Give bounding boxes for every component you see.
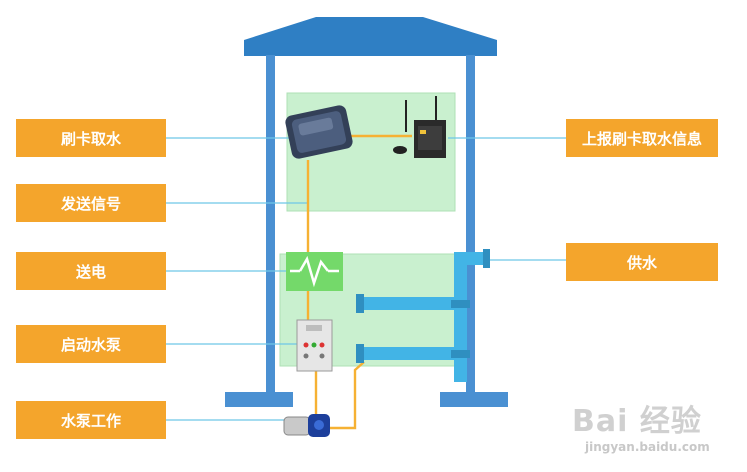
- water-pipes: [356, 249, 490, 382]
- label-power: 送电: [16, 252, 166, 290]
- label-swipe-card: 刷卡取水: [16, 119, 166, 157]
- left-pillar-base: [225, 392, 293, 407]
- label-pump-working: 水泵工作: [16, 401, 166, 439]
- power-relay: [286, 252, 343, 291]
- label-start-pump: 启动水泵: [16, 325, 166, 363]
- roof: [244, 17, 497, 56]
- leader-lines: [166, 137, 566, 421]
- label-send-signal: 发送信号: [16, 184, 166, 222]
- signal-lines: [306, 134, 412, 430]
- right-pillar: [466, 55, 475, 393]
- label-water-supply: 供水: [566, 243, 718, 281]
- left-pillar: [266, 55, 275, 393]
- label-report: 上报刷卡取水信息: [566, 119, 718, 157]
- right-pillar-base: [440, 392, 508, 407]
- water-pump: [283, 414, 330, 437]
- watermark-brand: Bai 经验: [572, 404, 702, 439]
- gprs-transmitter: [393, 96, 446, 158]
- watermark-url: jingyan.baidu.com: [585, 440, 710, 454]
- pump-control-box: [296, 319, 333, 372]
- card-reader: [285, 105, 353, 159]
